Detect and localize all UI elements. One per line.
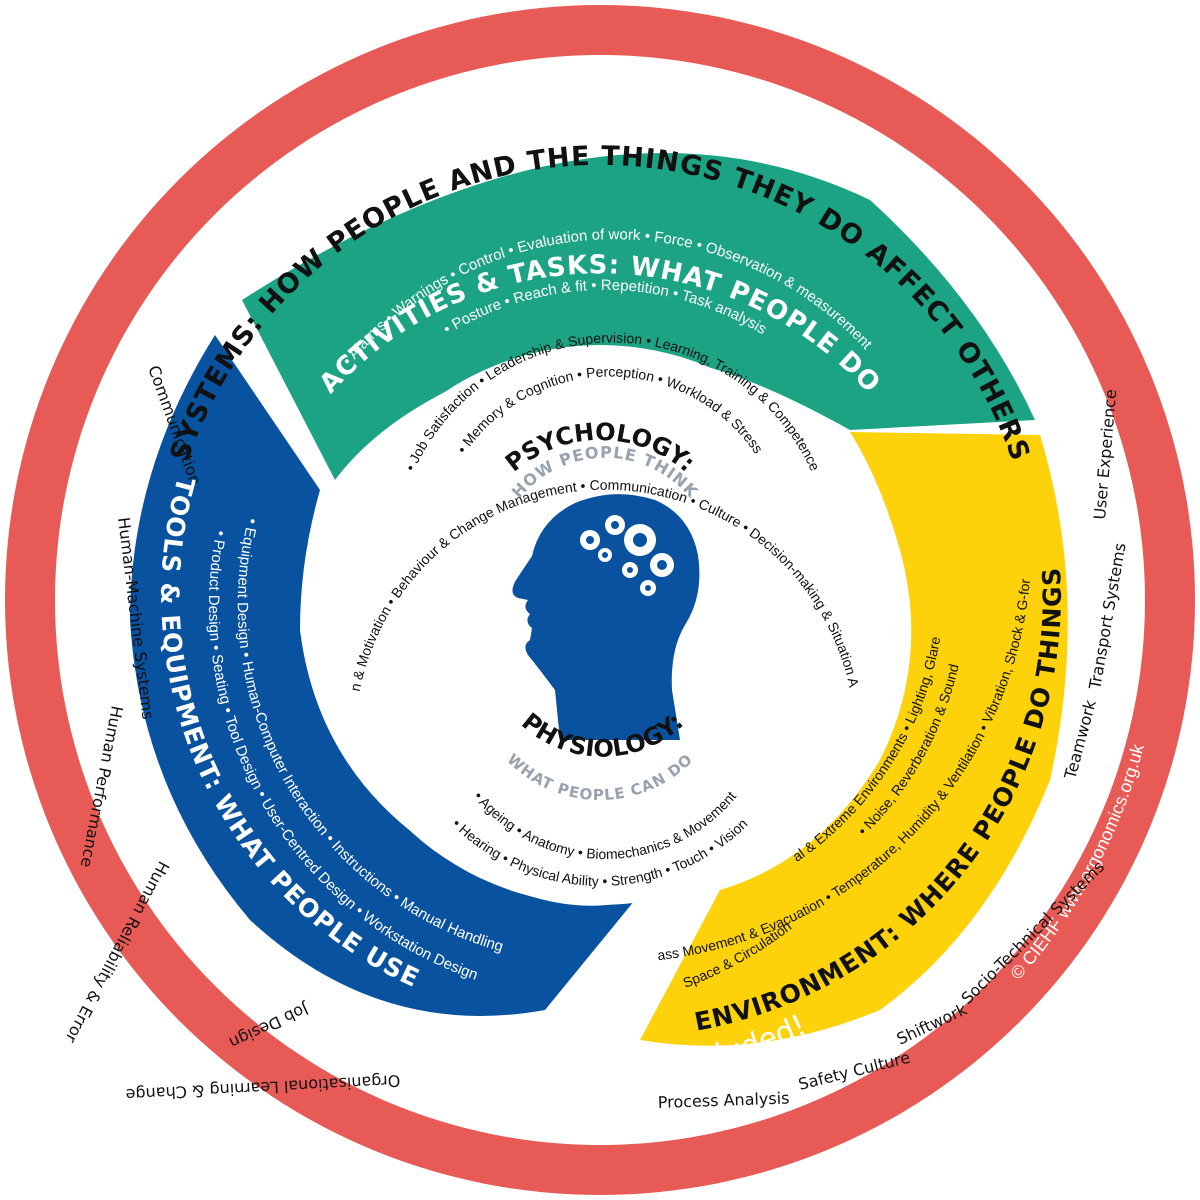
environment-band — [640, 432, 1068, 1046]
head-silhouette-icon — [512, 494, 700, 740]
activities-band — [242, 153, 1035, 481]
systems-item-process-analysis: Process Analysis — [657, 1088, 789, 1112]
tools-band — [130, 335, 635, 1016]
gears-icon — [580, 515, 674, 596]
